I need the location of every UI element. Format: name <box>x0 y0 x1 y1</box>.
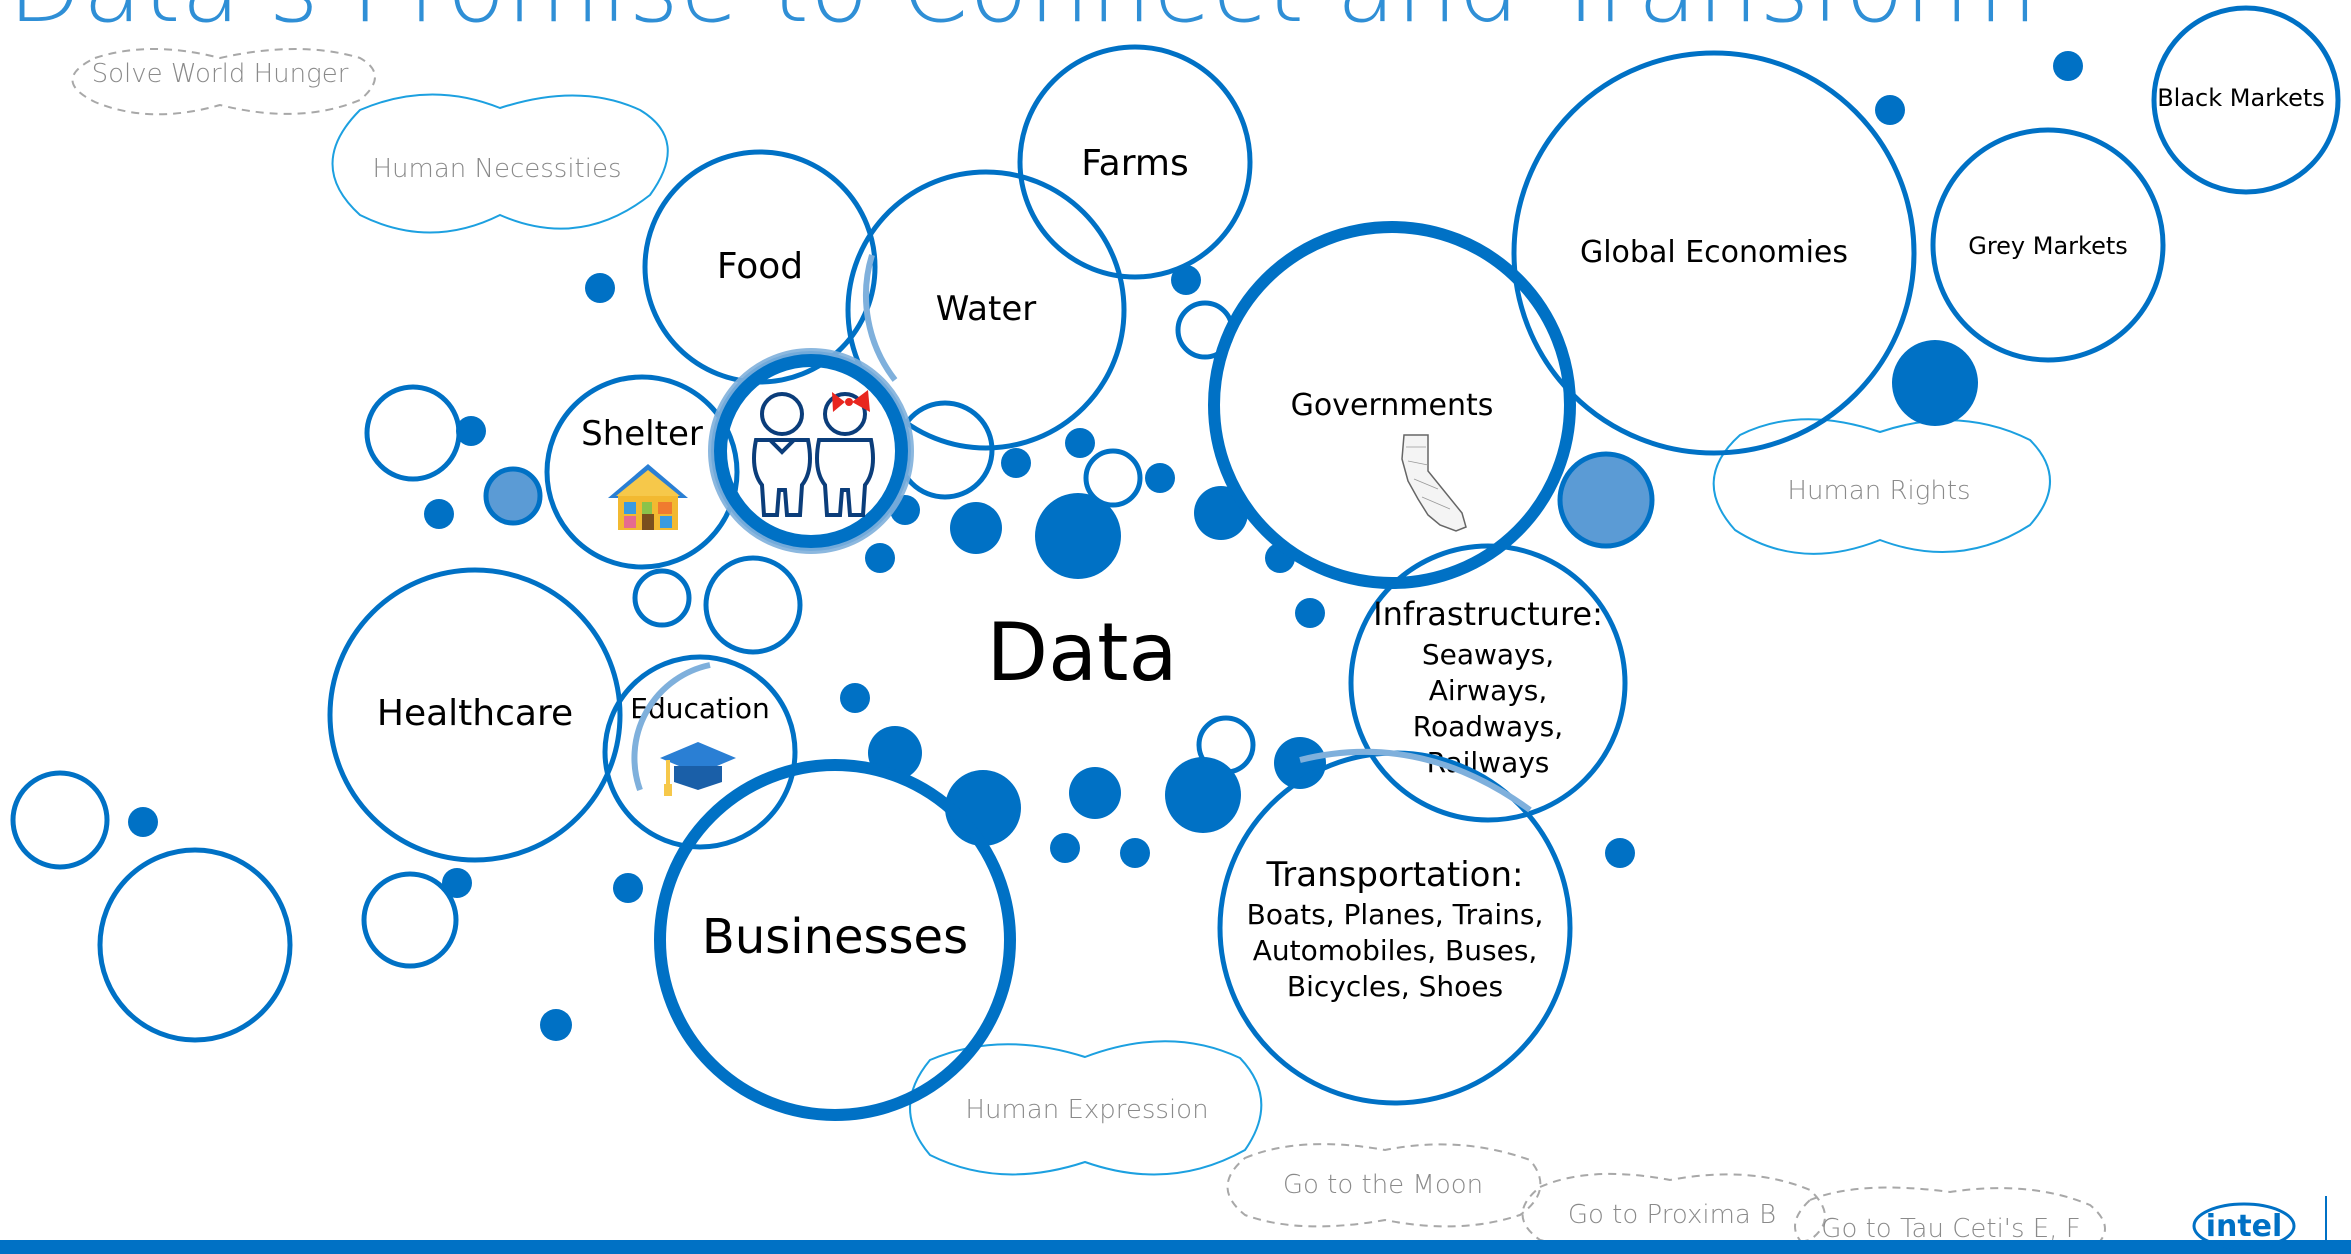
dot <box>840 683 870 713</box>
dot <box>1069 767 1121 819</box>
cloud-human-rights: Human Rights <box>1712 418 2051 555</box>
cloud-solve-world-hunger-label: Solve World Hunger <box>92 59 349 89</box>
node-transportation-line: Automobiles, Buses, <box>1253 934 1538 967</box>
node-healthcare-label: Healthcare <box>377 693 573 734</box>
node-infrastructure: Infrastructure: Seaways, Airways, Roadwa… <box>1348 543 1628 823</box>
cloud-go-to-proxima: Go to Proxima B <box>1521 1172 1826 1249</box>
node-people <box>708 348 914 554</box>
overlap-arc <box>863 254 898 382</box>
ring <box>364 384 462 482</box>
cloud-human-necessities-label: Human Necessities <box>372 154 621 184</box>
cloud-go-to-moon: Go to the Moon <box>1226 1143 1542 1228</box>
node-farms-label: Farms <box>1081 143 1188 184</box>
decorative-rings <box>10 5 2341 1043</box>
dot <box>456 416 486 446</box>
cloud-solve-world-hunger: Solve World Hunger <box>71 48 376 116</box>
node-black-markets-label: Black Markets <box>2157 84 2325 112</box>
dot <box>128 807 158 837</box>
dot <box>1605 838 1635 868</box>
cloud-human-necessities: Human Necessities <box>331 93 669 234</box>
dot <box>1050 833 1080 863</box>
ring <box>97 847 293 1043</box>
dot <box>442 868 472 898</box>
overlap-arc <box>631 662 711 792</box>
dot <box>950 502 1002 554</box>
cloud-go-to-proxima-label: Go to Proxima B <box>1568 1200 1776 1230</box>
decorative-dots <box>128 51 2083 1041</box>
node-infrastructure-line: Airways, <box>1429 674 1548 707</box>
dot <box>1557 451 1655 549</box>
cloud-go-to-tau-ceti-label: Go to Tau Ceti's E, F <box>1821 1214 2080 1244</box>
dot <box>1171 265 1201 295</box>
dot <box>1001 448 1031 478</box>
cloud-go-to-moon-label: Go to the Moon <box>1283 1170 1483 1200</box>
node-transportation: Transportation: Boats, Planes, Trains, A… <box>1217 750 1573 1106</box>
node-water: Water <box>845 169 1127 451</box>
dot <box>1165 757 1241 833</box>
cloud-human-expression-label: Human Expression <box>965 1095 1208 1125</box>
ring <box>632 568 692 628</box>
dot <box>585 273 615 303</box>
ring <box>703 555 803 655</box>
dot <box>1892 340 1978 426</box>
bow-icon <box>832 390 870 412</box>
dot <box>1035 493 1121 579</box>
dot <box>1145 463 1175 493</box>
node-grey-markets-label: Grey Markets <box>1968 232 2128 260</box>
dot <box>1875 95 1905 125</box>
node-governments-label: Governments <box>1291 388 1494 423</box>
california-map-icon <box>1401 434 1467 532</box>
cloud-human-rights-label: Human Rights <box>1787 476 1970 506</box>
ring <box>10 770 110 870</box>
cloud-go-to-tau-ceti: Go to Tau Ceti's E, F <box>1794 1186 2106 1254</box>
people-icon <box>752 392 875 517</box>
node-farms: Farms <box>1017 44 1253 280</box>
dot <box>483 466 543 526</box>
intel-logo-icon: intel <box>2192 1202 2296 1250</box>
node-businesses-label: Businesses <box>702 909 968 965</box>
dot <box>424 499 454 529</box>
node-infrastructure-heading: Infrastructure: <box>1373 595 1603 633</box>
node-businesses: Businesses <box>654 759 1016 1121</box>
brand-divider <box>2325 1196 2327 1242</box>
node-infrastructure-line: Seaways, <box>1422 638 1554 671</box>
intel-logo-text: intel <box>2206 1209 2283 1244</box>
center-data-label: Data <box>986 606 1177 699</box>
graduation-cap-icon <box>660 742 736 796</box>
dot <box>2053 51 2083 81</box>
node-global-economies: Global Economies <box>1511 50 1917 456</box>
node-shelter-label: Shelter <box>581 414 703 454</box>
page-title: Data's Promise to Connect and Transform <box>8 0 2038 44</box>
dot <box>1295 598 1325 628</box>
dot <box>1065 428 1095 458</box>
brand-bar <box>0 1240 2351 1254</box>
house-icon <box>608 464 688 530</box>
cloud-human-expression: Human Expression <box>909 1040 1263 1176</box>
node-infrastructure-line: Roadways, <box>1413 710 1563 743</box>
overlap-arcs <box>631 254 1532 813</box>
node-transportation-heading: Transportation: <box>1266 855 1524 895</box>
node-food-label: Food <box>717 246 803 287</box>
dot <box>613 873 643 903</box>
dot <box>540 1009 572 1041</box>
node-grey-markets: Grey Markets <box>1930 127 2166 363</box>
node-transportation-line: Bicycles, Shoes <box>1287 970 1503 1003</box>
ring <box>2151 5 2341 195</box>
ring <box>1083 448 1143 508</box>
node-global-economies-label: Global Economies <box>1580 235 1848 270</box>
dot <box>865 543 895 573</box>
light-dots <box>483 451 1655 549</box>
node-water-label: Water <box>936 289 1037 329</box>
node-shelter: Shelter <box>544 374 740 570</box>
overlap-arc <box>1299 748 1532 813</box>
node-food: Food <box>642 149 878 385</box>
dot <box>1120 838 1150 868</box>
node-healthcare: Healthcare <box>327 567 623 863</box>
node-transportation-line: Boats, Planes, Trains, <box>1247 898 1544 931</box>
ring <box>361 871 459 969</box>
